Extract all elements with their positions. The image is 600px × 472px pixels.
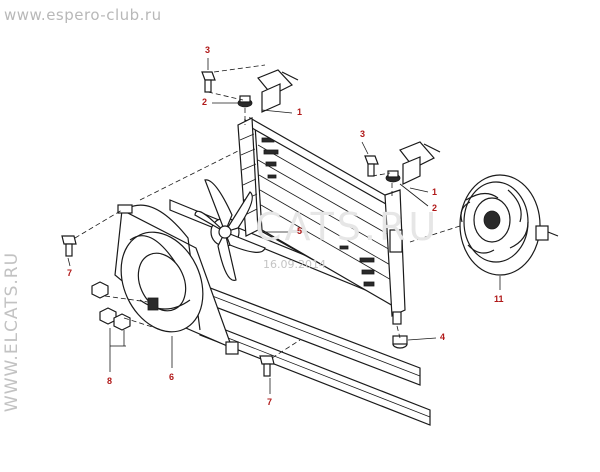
fan-blade (194, 179, 266, 281)
callout-11-efan: 11 (494, 294, 504, 304)
callout-7-left: 7 (67, 268, 73, 278)
watermark-side: WWW.ELCATS.RU (2, 251, 22, 413)
assembly-dashed-lines (74, 64, 461, 359)
bolt-bottom (259, 355, 275, 377)
leader-lines (67, 58, 501, 394)
fan-shroud (114, 204, 239, 355)
bolt-top (201, 71, 216, 93)
nuts-group (91, 281, 131, 331)
callout-8-nuts: 8 (107, 376, 113, 386)
grommet-bottom (392, 335, 408, 349)
electric-fan-assembly (459, 174, 559, 276)
watermark-center: CATS.RU (255, 205, 440, 249)
callout-6-shroud: 6 (169, 372, 175, 382)
callout-3-top: 3 (205, 45, 211, 55)
callout-1-right: 1 (432, 187, 438, 197)
callout-2-top: 2 (202, 97, 208, 107)
upper-bracket-right (385, 141, 441, 185)
callout-2-right: 2 (432, 203, 438, 213)
upper-bracket-top (237, 69, 299, 113)
watermark-top: www.espero-club.ru (4, 6, 162, 24)
callout-5-fan: 5 (297, 226, 303, 236)
bolt-right (364, 155, 379, 177)
radiator-condenser (237, 116, 406, 325)
callout-7-bottom: 7 (267, 397, 273, 407)
callout-4-grommet: 4 (440, 332, 446, 342)
callout-1-top: 1 (297, 107, 303, 117)
bolt-left (61, 235, 77, 257)
callout-3-right: 3 (360, 129, 366, 139)
watermark-date: 16.09.2014 (263, 258, 326, 271)
